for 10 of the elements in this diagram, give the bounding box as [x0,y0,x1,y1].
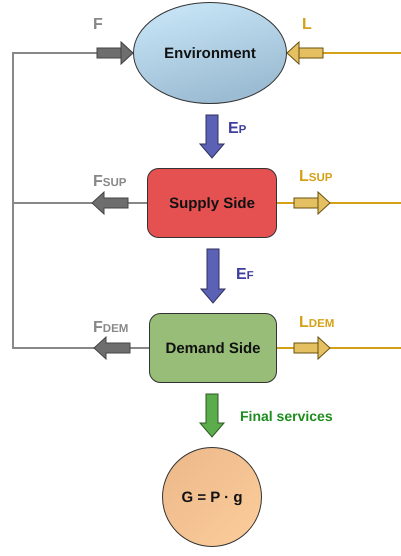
block-arrow [198,394,226,438]
node-label: Supply Side [169,194,255,212]
node-label: G = P · g [182,488,242,506]
node-label: Demand Side [165,340,261,356]
node-label: Environment [164,44,256,62]
flow-label: F [93,17,103,33]
edge-label: Final services [240,409,333,423]
edge-label: L [302,17,312,33]
block-arrow [200,248,226,304]
block-arrow [198,114,226,159]
